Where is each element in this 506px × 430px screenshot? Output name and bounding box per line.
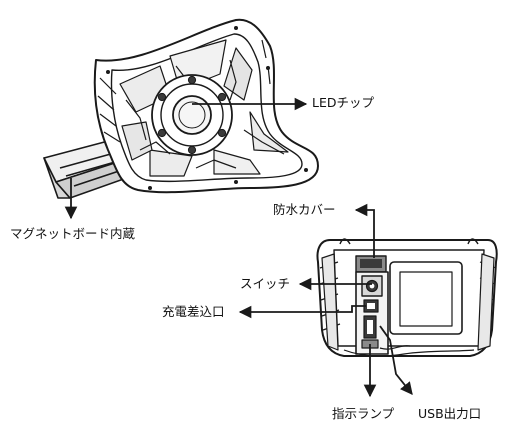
label-switch: スイッチ bbox=[240, 276, 291, 291]
floodlight-back-illustration bbox=[316, 238, 498, 357]
label-charging-port: 充電差込口 bbox=[162, 304, 225, 319]
housing-inner bbox=[110, 33, 303, 183]
label-indicator-lamp: 指示ランプ bbox=[332, 406, 395, 421]
leader-arrows bbox=[64, 97, 413, 398]
arrow-usb-output bbox=[379, 325, 413, 395]
arrow-charging-port bbox=[238, 305, 366, 319]
label-waterproof-cover: 防水カバー bbox=[273, 202, 336, 217]
led-module bbox=[151, 74, 233, 156]
label-magnet-board: マグネットボード内蔵 bbox=[10, 226, 136, 241]
magnet-stand bbox=[43, 139, 133, 199]
label-led-chip: LEDチップ bbox=[312, 95, 374, 110]
label-usb-output: USB出力口 bbox=[418, 406, 482, 421]
side-grips bbox=[319, 253, 497, 351]
housing-screws bbox=[106, 26, 308, 190]
floodlight-front-illustration bbox=[43, 18, 319, 199]
arrow-waterproof-cover bbox=[354, 203, 375, 258]
